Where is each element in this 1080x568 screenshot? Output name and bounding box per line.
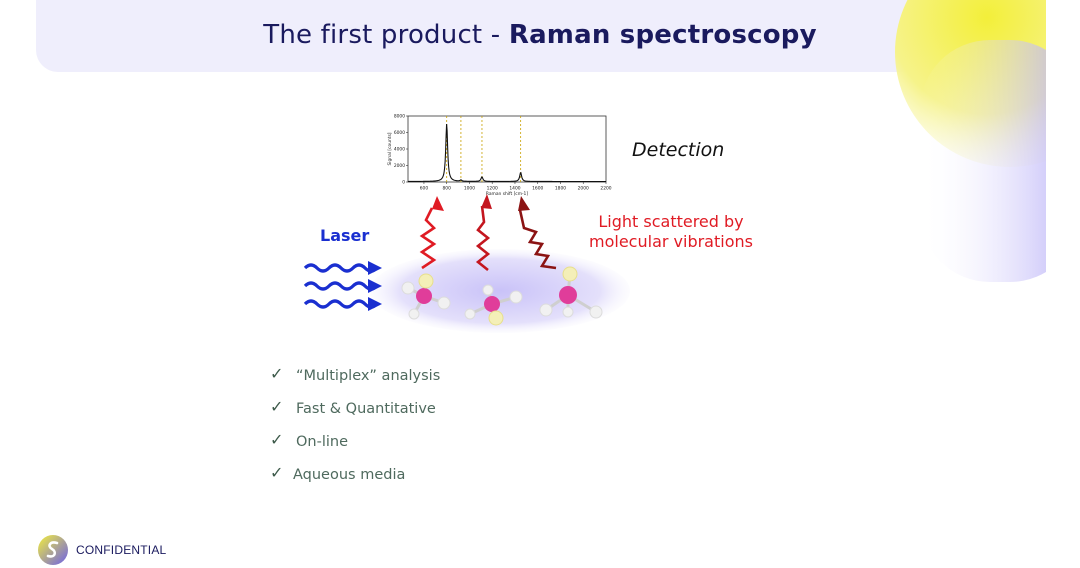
scatter-label-line-2: molecular vibrations — [589, 232, 753, 251]
spectrum-line — [408, 123, 606, 183]
x-tick-label: 1400 — [509, 186, 520, 192]
raman-spectrum-chart: 600 800 1000 1200 1400 1600 1800 2000 2200 0 2000 4… — [387, 114, 612, 198]
laser-arrow-head-2 — [368, 279, 382, 293]
x-tick-label: 1800 — [555, 186, 566, 192]
laser-waves — [303, 263, 379, 309]
scatter-arrow-head-3 — [518, 196, 530, 211]
detection-label: Detection — [632, 139, 725, 161]
laser-wave-1 — [303, 263, 379, 273]
company-logo-icon — [38, 535, 68, 565]
molecule-3 — [539, 266, 603, 319]
y-tick-label: 2000 — [394, 163, 405, 169]
scatter-label-line-1: Light scattered by — [598, 212, 744, 231]
x-tick-label: 600 — [420, 186, 429, 192]
feature-text: Fast & Quantitative — [296, 401, 436, 417]
laser-arrow-head-3 — [368, 297, 382, 311]
scatter-wave-3 — [518, 209, 557, 270]
x-tick-label: 800 — [442, 186, 451, 192]
feature-text: “Multiplex” analysis — [296, 368, 441, 384]
x-tick-label: 2200 — [600, 186, 611, 192]
check-icon: ✓ — [270, 463, 284, 482]
y-tick-label: 4000 — [394, 147, 405, 153]
y-axis-label: Signal [counts] — [387, 132, 393, 165]
x-tick-label: 1600 — [532, 186, 543, 192]
x-tick-label: 1200 — [487, 186, 498, 192]
y-tick-label: 8000 — [394, 114, 405, 120]
page-title: The first product - Raman spectroscopy — [0, 20, 1080, 50]
plot-frame — [407, 115, 607, 183]
x-axis-label: Raman shift [cm-1] — [486, 191, 528, 197]
scatter-wave-2 — [475, 205, 491, 272]
feature-text: On-line — [296, 434, 349, 450]
check-icon: ✓ — [270, 397, 284, 416]
check-icon: ✓ — [270, 364, 284, 383]
x-tick-label: 2000 — [578, 186, 589, 192]
molecule-1 — [401, 273, 451, 320]
laser-label: Laser — [320, 226, 370, 245]
x-tick-label: 1000 — [464, 186, 475, 192]
title-light: The first product - — [263, 20, 509, 50]
check-icon: ✓ — [270, 430, 284, 449]
laser-arrow-head-1 — [368, 261, 382, 275]
scatter-arrow-head-1 — [432, 196, 444, 211]
molecule-2 — [464, 284, 523, 326]
scatter-wave-1 — [419, 207, 437, 270]
y-tick-label: 0 — [402, 180, 405, 186]
title-bold: Raman spectroscopy — [508, 20, 817, 50]
feature-text: Aqueous media — [293, 467, 406, 483]
scatter-arrow-head-2 — [481, 194, 492, 209]
confidential-label: CONFIDENTIAL — [76, 543, 167, 557]
laser-wave-2 — [303, 281, 379, 291]
laser-wave-3 — [303, 299, 379, 309]
scatter-label: Light scattered by molecular vibrations — [582, 212, 760, 252]
y-tick-label: 6000 — [394, 130, 405, 136]
